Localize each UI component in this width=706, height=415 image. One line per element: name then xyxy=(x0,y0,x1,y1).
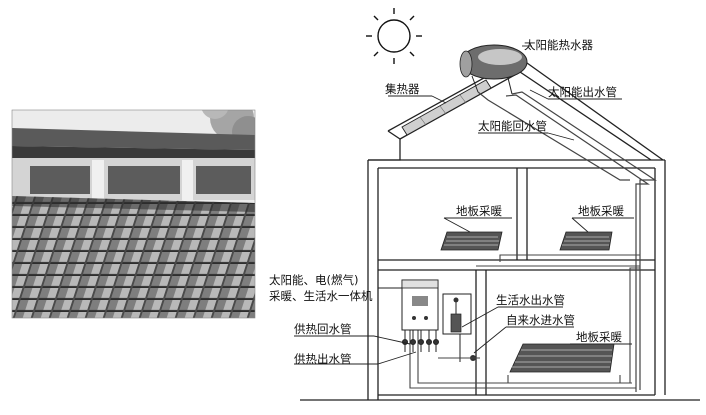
label-domestic-outlet-pipe: 生活水出水管 xyxy=(496,293,565,307)
floor-heating-lower xyxy=(509,343,615,373)
house-structure xyxy=(300,159,700,401)
collector-panel xyxy=(401,79,492,136)
heating-pipes xyxy=(409,254,640,389)
sun-icon xyxy=(366,8,422,64)
label-combo-unit-line2: 采暖、生活水一体机 xyxy=(269,289,373,303)
solar-water-heater xyxy=(459,44,528,95)
label-solar-outlet-pipe: 太阳能出水管 xyxy=(548,85,617,99)
floor-heating-upper-left xyxy=(440,231,503,251)
label-floor-heating-right: 地板采暖 xyxy=(578,204,624,218)
domestic-water-fittings xyxy=(438,293,480,362)
label-solar-return-pipe: 太阳能回水管 xyxy=(478,119,547,133)
floor-heating-upper-right xyxy=(559,231,613,251)
label-floor-heating-left: 地板采暖 xyxy=(456,204,502,218)
label-solar-water-heater: 太阳能热水器 xyxy=(524,38,593,52)
solar-pipes xyxy=(477,91,657,392)
label-collector: 集热器 xyxy=(385,82,420,96)
label-heating-outlet-pipe: 供热出水管 xyxy=(294,352,352,366)
label-combo-unit-line1: 太阳能、电(燃气) xyxy=(269,273,359,287)
wall-boiler-unit xyxy=(401,279,439,352)
tiled-roof-photo xyxy=(11,109,256,319)
label-heating-return-pipe: 供热回水管 xyxy=(294,322,352,336)
leader-lines xyxy=(294,45,634,365)
label-floor-heating-lower: 地板采暖 xyxy=(576,330,622,344)
label-tap-inlet-pipe: 自来水进水管 xyxy=(506,313,575,327)
